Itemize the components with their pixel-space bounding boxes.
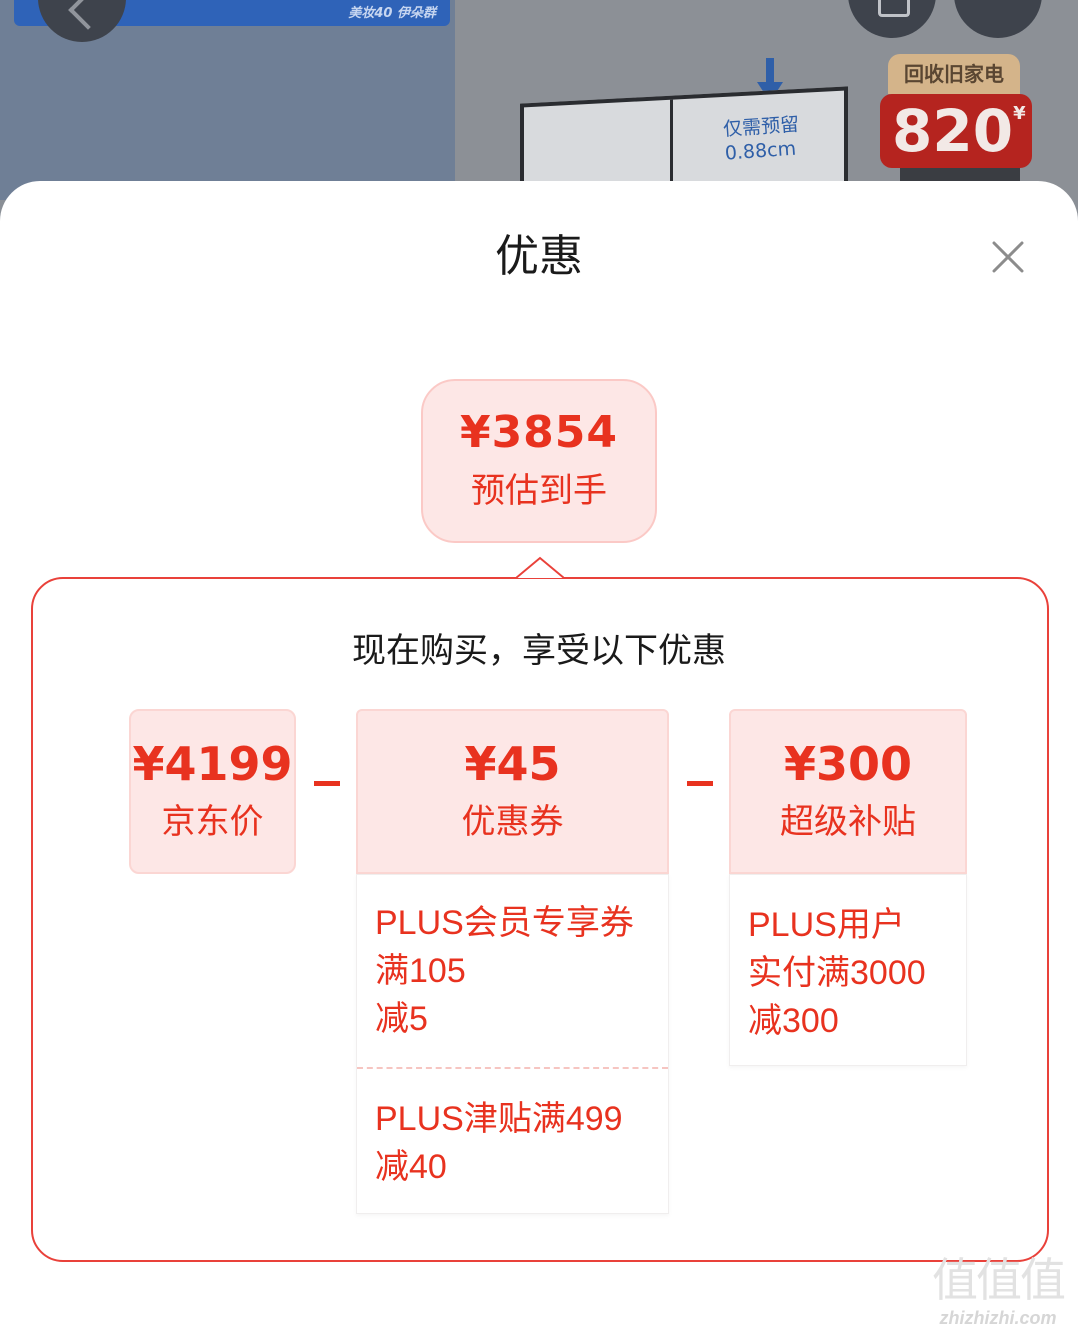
coupon-item: PLUS会员专享券 满105 减5 [357,875,668,1069]
minus-sign [687,781,713,786]
subsidy-card: ¥300 超级补贴 [729,709,967,874]
subsidy-item: PLUS用户 实付满3000 减300 [748,906,926,1040]
estimated-price: ¥3854 [459,407,619,458]
estimated-price-label: 预估到手 [471,471,607,511]
close-icon[interactable] [984,233,1032,281]
minus-sign [314,781,340,786]
watermark: 值值值 zhizhizhi.com [928,1252,1068,1332]
jd-price-amount: ¥4199 [132,737,293,791]
sheet-title: 优惠 [495,231,583,282]
background-banner-text: 美妆40 伊朵群 [348,6,436,21]
breakdown-caption: 现在购买，享受以下优惠 [352,631,726,671]
discount-sheet: 优惠 ¥3854 预估到手 现在购买，享受以下优惠 ¥4199 京东价 ¥45 … [0,181,1078,1336]
recycle-price: 820¥ [880,94,1032,168]
jd-price-label: 京东价 [161,802,264,842]
frame-notch [516,556,564,579]
coupon-amount: ¥45 [464,737,561,791]
estimated-price-box: ¥3854 预估到手 [421,379,657,543]
coupon-card: ¥45 优惠券 [356,709,669,874]
recycle-label: 回收旧家电 [888,54,1020,94]
background-product-page: 美妆40 伊朵群 仅需预留 0.88cm 回收旧家电 820¥ [0,0,1078,200]
subsidy-details-list: PLUS用户 实付满3000 减300 [729,874,967,1066]
jd-price-card: ¥4199 京东价 [129,709,296,874]
watermark-url: zhizhizhi.com [939,1308,1057,1328]
coupon-details-list: PLUS会员专享券 满105 减5 PLUS津贴满499 减40 [356,874,669,1214]
tv-spec-text: 仅需预留 0.88cm [722,113,800,165]
subsidy-label: 超级补贴 [780,802,916,842]
coupon-label: 优惠券 [461,802,564,842]
subsidy-amount: ¥300 [783,737,913,791]
watermark-logo: 值值值 [932,1254,1066,1306]
coupon-item: PLUS津贴满499 减40 [375,1100,623,1186]
